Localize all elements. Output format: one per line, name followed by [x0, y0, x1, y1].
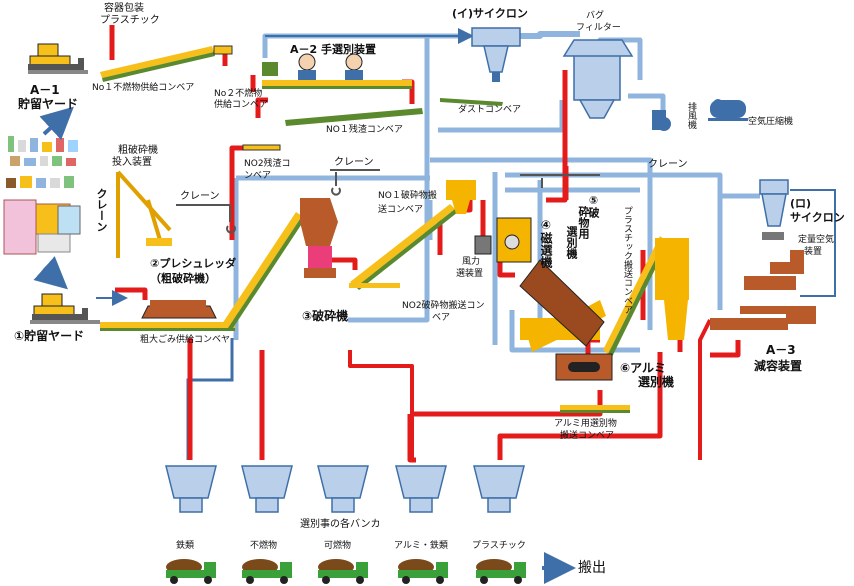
no2-residue-label-2: ンベア — [244, 171, 272, 181]
dust-conveyor-label: ダストコンベア — [458, 105, 522, 115]
crane-vertical-label: クレーン — [95, 188, 108, 232]
a3-name: 減容装置 — [754, 359, 803, 373]
plastic-hopper — [655, 238, 689, 340]
conveyors — [100, 45, 668, 413]
workers — [298, 53, 363, 80]
sorter-label-1: ⑤破 — [587, 194, 600, 218]
plastic-pack-label: 容器包装 — [104, 3, 144, 14]
feeder-label-1: 定量空気 — [798, 235, 835, 245]
bag-filter-label-1: バグ — [586, 11, 605, 21]
press-shredder-label-1: ②プレシュレッダ — [150, 257, 237, 270]
bulldozer-1 — [32, 293, 88, 320]
aluminum-sorter — [555, 353, 613, 381]
blue-duct-lines — [265, 28, 836, 297]
crane-structure — [116, 170, 172, 258]
crushers — [300, 198, 338, 278]
crushed-sorter — [519, 259, 606, 352]
plastics-label: プラスチック — [472, 541, 526, 551]
trucks — [166, 559, 526, 584]
air-compressor-machine — [708, 99, 748, 121]
air-ducts — [233, 31, 760, 353]
cyclone-ro-label-1: (ロ) — [790, 197, 812, 210]
a1-code: A－1 — [30, 83, 60, 97]
al-conveyor-label-1: アルミ用選別物 — [554, 419, 617, 429]
press-shredder-label-2: （粗破砕機） — [150, 272, 216, 285]
compressor-label: 空気圧縮機 — [748, 117, 794, 127]
crane-base — [146, 238, 172, 246]
carry-out-label: 搬出 — [578, 560, 606, 576]
yard-platform-a1 — [28, 70, 88, 74]
exhaust-fan — [652, 110, 671, 131]
no2-residue-label-1: NO2残渣コ — [244, 159, 291, 169]
no2-crushed-label-1: NO2破砕物搬送コン — [402, 301, 485, 311]
no1-crushed-label-1: NO１破砕物搬 — [378, 191, 437, 201]
a3-code: A－3 — [766, 343, 796, 357]
crane-label-1: クレーン — [180, 191, 220, 202]
feeder-label-2: 装置 — [804, 247, 823, 257]
crane-label-2: クレーン — [334, 157, 374, 168]
al-iron-label: アルミ・鉄類 — [394, 541, 448, 551]
cyclone-ro — [759, 179, 789, 240]
bulldozer-a1 — [28, 43, 84, 70]
no2-nonburn-label-1: No２不燃物 — [214, 89, 263, 99]
aluminum-sorter-label-2: 選別機 — [638, 375, 675, 389]
bag-filter-label-2: フィルター — [576, 23, 621, 33]
wind-sorter-label-2: 選装置 — [456, 269, 484, 279]
sorter-label-2: 砕物用 — [577, 206, 590, 239]
bulky-items — [3, 199, 81, 255]
bunker-feed-lines — [186, 338, 234, 460]
bulky-conveyor-label: 粗大ごみ供給コンベヤ — [140, 335, 231, 345]
press-shredder — [141, 300, 217, 319]
no1-nonburn-label: No１不燃物供給コンベア — [92, 83, 195, 93]
sorter-label-3: 選別機 — [565, 226, 578, 259]
a1-name: 貯留ヤード — [18, 97, 79, 111]
garbage-items — [6, 136, 78, 188]
exhaust-fan-label: 排風機 — [686, 102, 696, 129]
no1-crushed-label-2: 送コンベア — [378, 205, 424, 215]
plastic-label: プラスチック — [100, 15, 160, 26]
cyclone-i — [471, 27, 521, 82]
plastic-conveyor-label: プラスチック搬送コンベア — [622, 206, 632, 314]
magnetic-separator-label: ④磁選機 — [539, 218, 553, 268]
iron-label: 鉄類 — [176, 541, 195, 551]
magnetic-separator — [446, 180, 532, 263]
crane-label-3: クレーン — [648, 159, 688, 170]
a2-label: A－2 手選別装置 — [290, 43, 376, 56]
no1-residue-label: NO１残渣コンベア — [326, 125, 403, 135]
crude-input-label-1: 粗破砕機 — [118, 145, 158, 156]
bag-filter — [562, 39, 634, 119]
bunker-label: 選別事の各バンカ — [300, 519, 381, 530]
bunkers — [165, 465, 525, 513]
cyclone-i-label: (イ)サイクロン — [452, 7, 528, 20]
burnable-label: 可燃物 — [324, 541, 352, 551]
nonburn-label: 不燃物 — [250, 541, 278, 551]
aluminum-sorter-label-1: ⑥アルミ — [620, 361, 667, 375]
al-conveyor-label-2: 搬送コンベア — [560, 431, 615, 441]
crane-hooks — [176, 169, 600, 234]
cyclone-ro-label-2: サイクロン — [790, 211, 845, 224]
crusher-label: ③破砕機 — [302, 309, 349, 323]
wind-sorter-label-1: 風力 — [462, 257, 481, 267]
no2-nonburn-label-2: 供給コンベア — [214, 100, 269, 110]
no2-crushed-label-2: ベア — [432, 313, 451, 323]
volume-reducer — [710, 250, 816, 330]
yard-1-label: ①貯留ヤード — [14, 329, 85, 343]
yard-arrows — [33, 106, 74, 290]
yard-platform-1 — [30, 320, 100, 324]
crude-input-label-2: 投入装置 — [112, 157, 152, 168]
